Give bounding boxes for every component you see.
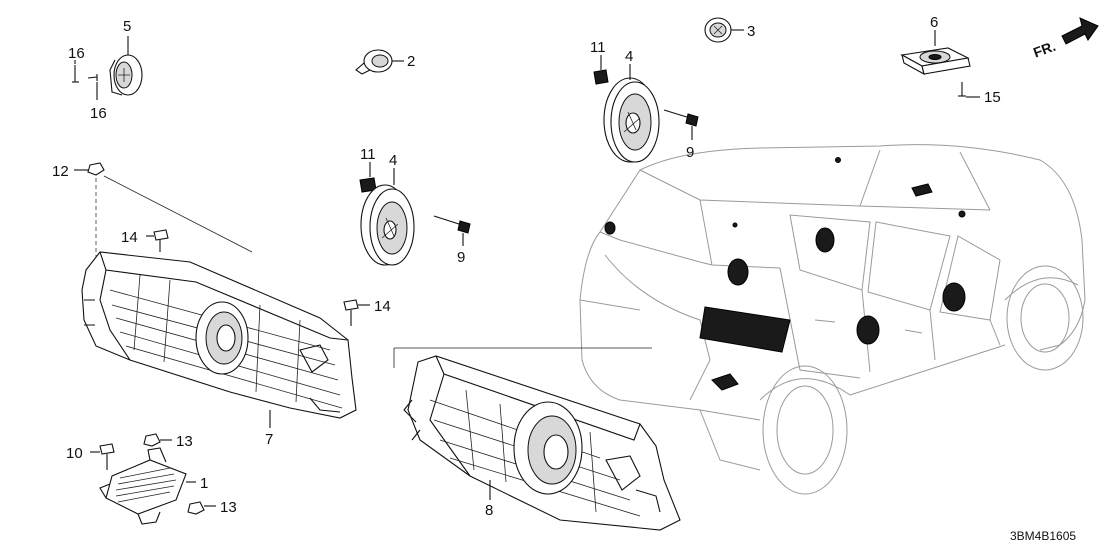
bolt-14-right: [343, 299, 370, 326]
part-tweeter-3: [704, 17, 744, 43]
bolt-10: [90, 443, 115, 470]
screw-16-a: [72, 65, 79, 83]
nut-13-top: [143, 433, 172, 447]
part-clip-11-top: [593, 55, 609, 85]
callout-7: 7: [265, 431, 273, 448]
callout-16-b: 16: [90, 105, 107, 122]
car-speaker-tailgate: [604, 221, 616, 235]
car-speaker-rear: [727, 258, 749, 286]
callout-5: 5: [123, 18, 131, 35]
car-subwoofer-mark: [699, 306, 791, 353]
part-amplifier-1: [99, 447, 196, 525]
diagram-code: 3BM4B1605: [1010, 529, 1076, 543]
part-door-speaker-4-mid: [360, 168, 415, 266]
front-direction-arrow: FR.: [1031, 17, 1099, 61]
part-clip-11-mid: [359, 162, 377, 193]
callout-14-right: 14: [374, 298, 391, 315]
car-dash-speaker-mark: [911, 183, 933, 197]
guide-line-12b: [103, 175, 253, 253]
car-speaker-pillar: [815, 227, 835, 253]
bolt-9-mid: [433, 215, 471, 246]
callout-11-top: 11: [590, 39, 606, 56]
part-door-speaker-4-top: [603, 64, 660, 163]
callout-2: 2: [407, 53, 415, 70]
callout-8: 8: [485, 502, 493, 519]
car-speaker-door-front: [942, 282, 966, 312]
car-amplifier-mark: [711, 373, 739, 391]
bolt-14-top: [146, 229, 169, 252]
part-bracket-2: [355, 49, 404, 75]
nut-12: [74, 162, 105, 176]
vehicle-outline: [579, 144, 1086, 495]
screw-15: [958, 82, 980, 98]
callout-14-top: 14: [121, 229, 138, 246]
arrow-icon: [1061, 17, 1099, 45]
callout-13-bottom: 13: [220, 499, 237, 516]
callout-4-mid: 4: [389, 152, 397, 169]
callout-6: 6: [930, 14, 938, 31]
car-speaker-door-rear: [856, 315, 880, 345]
part-subwoofer-box-7: [81, 251, 357, 428]
callout-labels: 16 5 16 2 11 4 9 3 6 15 12 11 4 9 14 14 …: [52, 14, 1001, 519]
callout-9-top: 9: [686, 144, 694, 161]
callout-16-a: 16: [68, 45, 85, 62]
callout-12: 12: [52, 163, 69, 180]
part-subwoofer-box-8: [393, 347, 681, 531]
screw-16-b: [87, 74, 98, 81]
nut-13-bottom: [187, 501, 216, 515]
callout-9-mid: 9: [457, 249, 465, 266]
callout-15: 15: [984, 89, 1001, 106]
bolt-9-top: [663, 109, 699, 140]
front-label: FR.: [1031, 38, 1058, 61]
callout-1: 1: [200, 475, 208, 492]
part-dash-speaker-6: [900, 30, 971, 76]
callout-3: 3: [747, 23, 755, 40]
callout-4-top: 4: [625, 48, 633, 65]
part-tweeter-5: [109, 54, 143, 96]
callout-10: 10: [66, 445, 83, 462]
callout-13-top: 13: [176, 433, 193, 450]
callout-11-mid: 11: [360, 146, 376, 163]
